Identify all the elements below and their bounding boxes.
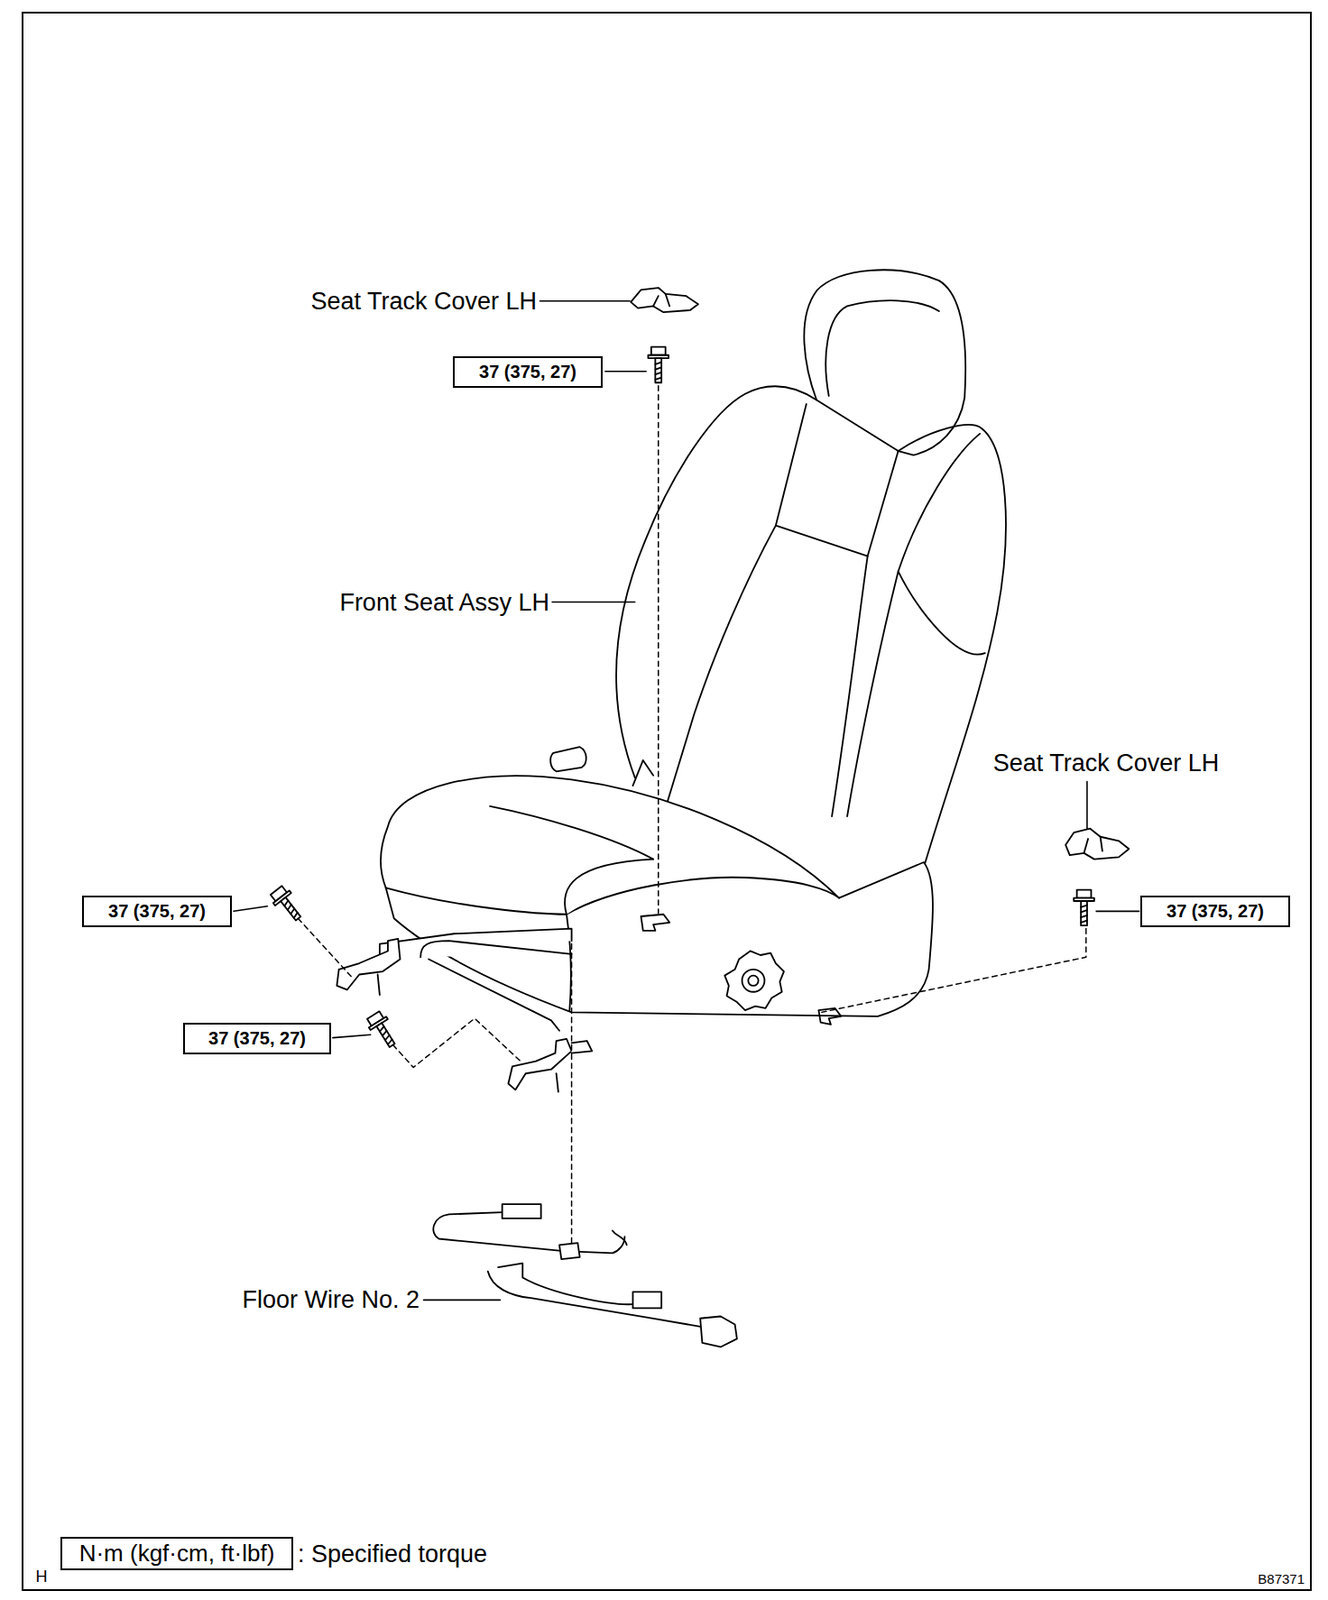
floor-wire: [700, 1317, 738, 1348]
seat-track-cover: [630, 287, 699, 313]
seat-track-cover: [653, 294, 670, 307]
floor-wire: [559, 1243, 581, 1260]
seat-illustration: [233, 269, 1140, 1347]
backrest: [847, 433, 980, 817]
recline-knob: [724, 950, 784, 1011]
backrest: [616, 386, 817, 778]
torque-box: 37 (375, 27): [1140, 895, 1291, 928]
install-line: [297, 918, 352, 978]
backrest: [898, 571, 986, 655]
bolt: [364, 1010, 401, 1052]
leader-line: [332, 1034, 371, 1038]
seat-track-cover: [1065, 829, 1129, 860]
leader-line: [1086, 782, 1089, 830]
bolt: [267, 347, 1095, 1052]
seat-rail: [378, 974, 380, 996]
leader-line: [552, 601, 636, 604]
leader-line: [605, 370, 646, 373]
torque-value: N·m (kgf·cm, ft·lbf): [67, 1540, 286, 1568]
seat-rail: [336, 939, 400, 991]
backrest: [831, 556, 868, 818]
install-line: [657, 386, 659, 914]
torque-box: 37 (375, 27): [82, 895, 232, 928]
install-line: [297, 386, 1086, 1248]
seat-rail: [556, 1073, 559, 1092]
headrest: [803, 269, 966, 455]
leader-line: [233, 906, 268, 913]
leader-line: [424, 1300, 501, 1302]
lever-link: [632, 760, 654, 786]
recline-knob: [747, 976, 758, 987]
bolt: [654, 358, 662, 383]
floor-wire: [612, 1230, 628, 1245]
seat-track-cover: [1084, 837, 1103, 854]
floor-wire: [498, 1263, 636, 1306]
floor-wire: [433, 1204, 738, 1347]
seat-rail: [336, 929, 592, 1093]
headrest: [825, 300, 940, 397]
recline-knob: [724, 950, 784, 1011]
backrest: [775, 404, 899, 557]
torque-box: 37 (375, 27): [452, 356, 603, 388]
seat-rail: [507, 1039, 572, 1091]
recline-knob: [742, 969, 766, 993]
floor-wire: [488, 1272, 701, 1328]
seat-rail: [420, 940, 572, 958]
install-line: [571, 944, 572, 1248]
bolt: [651, 347, 666, 356]
frame: [22, 12, 1311, 1591]
cushion: [380, 775, 933, 1017]
bolt: [378, 1026, 394, 1045]
bolt: [283, 900, 299, 918]
headrest: [803, 269, 966, 455]
cushion: [564, 859, 654, 915]
bolt: [654, 362, 662, 380]
bolt: [280, 897, 301, 922]
part-name: Floor Wire No. 2: [241, 1286, 420, 1315]
leader-line: [540, 300, 631, 303]
torque-value: 37 (375, 27): [190, 1028, 324, 1050]
bolt: [267, 884, 306, 925]
backrest: [665, 525, 776, 809]
torque-box: 37 (375, 27): [183, 1023, 332, 1055]
backrest: [616, 386, 1006, 867]
floor-wire: [502, 1204, 542, 1219]
leader-line: [1096, 911, 1140, 913]
part-name: Front Seat Assy LH: [339, 589, 550, 618]
mount-hole: [641, 914, 671, 932]
bolt: [1073, 890, 1095, 927]
backrest: [898, 424, 1006, 868]
page-code: H: [36, 1567, 48, 1587]
part-name: Seat Track Cover LH: [993, 749, 1220, 778]
seat-rail: [428, 959, 560, 1032]
torque-value: 37 (375, 27): [1147, 901, 1283, 923]
bolt: [1080, 905, 1088, 923]
legend-text: : Specified torque: [297, 1540, 488, 1569]
cushion: [380, 775, 933, 1017]
floor-wire: [632, 1291, 662, 1309]
page-code: B87371: [1257, 1571, 1305, 1587]
bolt: [1077, 890, 1092, 899]
recline-lever: [550, 747, 587, 772]
bolt: [376, 1023, 395, 1048]
cushion: [489, 806, 654, 860]
seat-rail: [379, 929, 572, 959]
install-line: [393, 1018, 521, 1068]
seat-rail: [571, 1041, 593, 1054]
legend-box: N·m (kgf·cm, ft·lbf): [60, 1537, 294, 1571]
leader-line: [233, 301, 1140, 1301]
part-name: Seat Track Cover LH: [310, 287, 537, 316]
install-line: [821, 929, 1087, 1014]
torque-value: 37 (375, 27): [460, 361, 596, 383]
bolt: [1080, 901, 1088, 926]
bolt: [647, 347, 669, 384]
torque-value: 37 (375, 27): [89, 901, 225, 923]
